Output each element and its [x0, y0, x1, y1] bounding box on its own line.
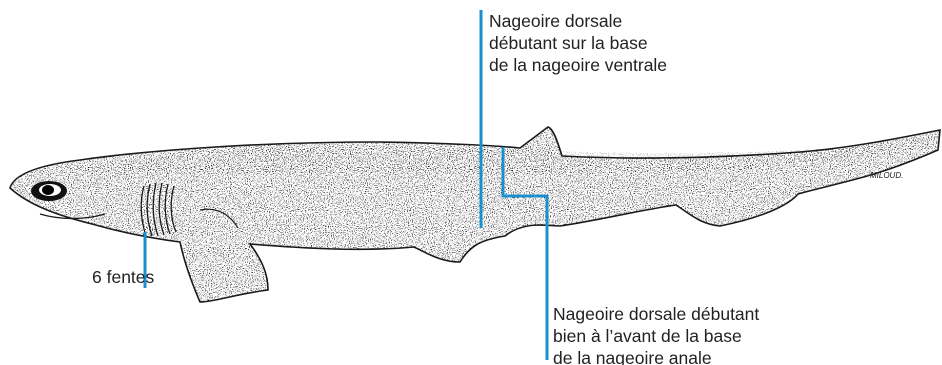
label-dorsal-bottom-line-1: Nageoire dorsale débutant: [553, 303, 759, 325]
shark-eye: [31, 181, 67, 201]
label-gills: 6 fentes: [92, 266, 154, 288]
label-dorsal-bottom-line-2: bien à l’avant de la base: [553, 325, 759, 347]
label-dorsal-bottom-line-3: de la nageoire anale: [553, 347, 759, 365]
artist-signature: MILOUD.: [870, 171, 903, 180]
label-gills-text: 6 fentes: [92, 266, 154, 288]
label-dorsal-top-line-1: Nageoire dorsale: [489, 10, 667, 32]
label-dorsal-top: Nageoire dorsale débutant sur la base de…: [489, 10, 667, 76]
label-dorsal-bottom: Nageoire dorsale débutant bien à l’avant…: [553, 303, 759, 365]
label-dorsal-top-line-2: débutant sur la base: [489, 32, 667, 54]
label-dorsal-top-line-3: de la nageoire ventrale: [489, 54, 667, 76]
